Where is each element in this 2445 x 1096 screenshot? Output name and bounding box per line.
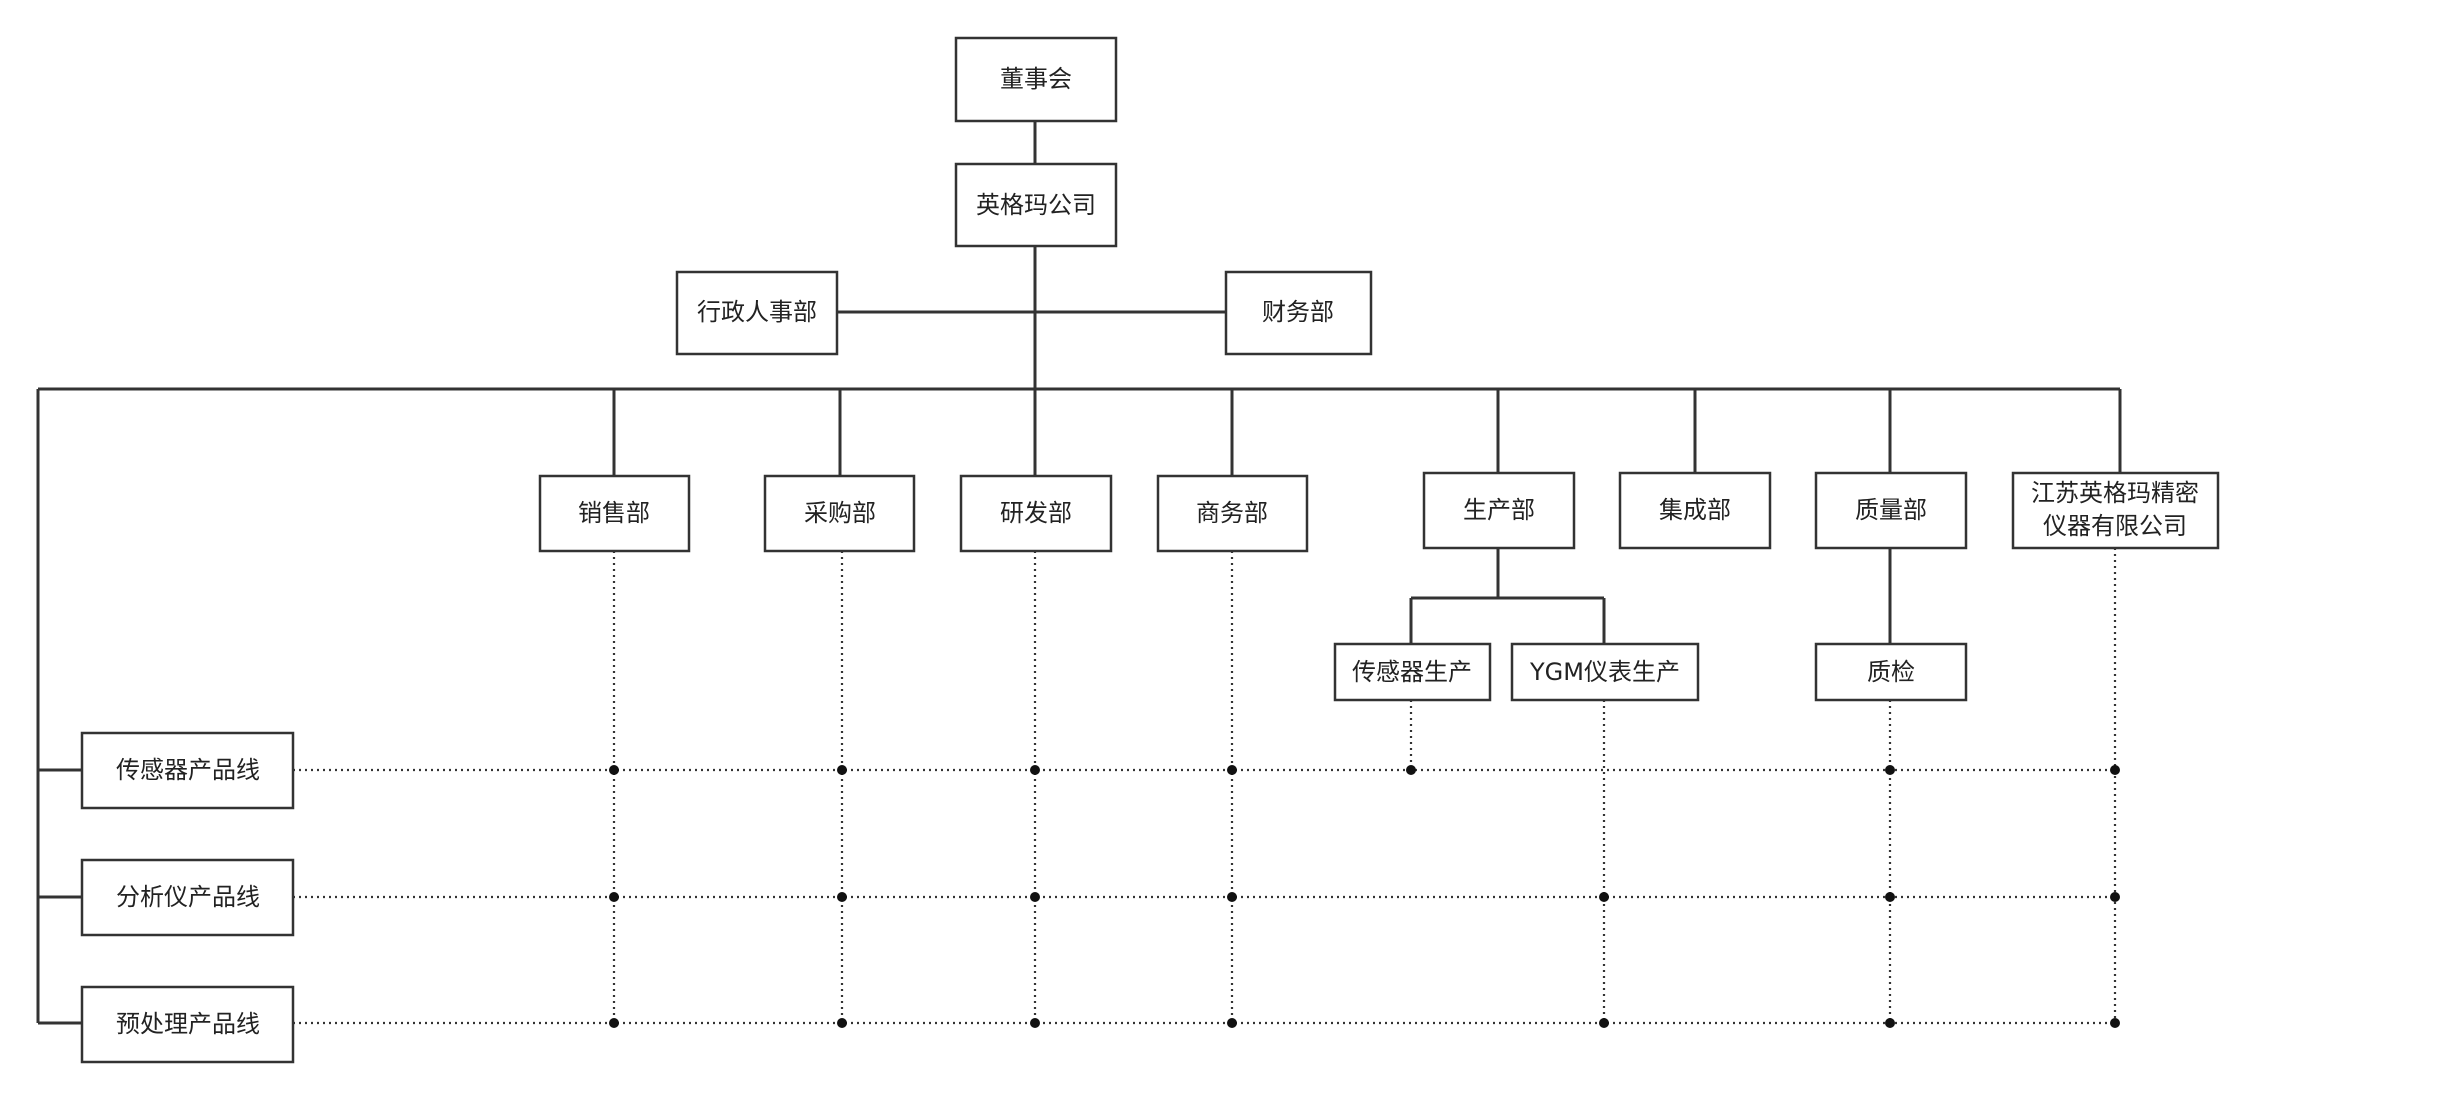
matrix-dot <box>837 1018 847 1028</box>
node-pretreatment-line-box <box>80 985 295 1064</box>
node-sensor-production: 传感器生产 <box>1333 642 1492 702</box>
matrix-dot <box>1885 765 1895 775</box>
node-purchasing-box <box>763 474 916 553</box>
node-finance-box <box>1224 270 1373 356</box>
node-production-box <box>1422 471 1576 550</box>
matrix-dot <box>1030 892 1040 902</box>
matrix-dot <box>1227 1018 1237 1028</box>
node-business: 商务部 <box>1156 474 1309 553</box>
node-ygm-production-box <box>1510 642 1700 702</box>
node-sensor-line-box <box>80 731 295 810</box>
node-jiangsu: 江苏英格玛精密 仪器有限公司 <box>2011 471 2220 550</box>
matrix-dot <box>609 765 619 775</box>
node-quality-label: 质量部 <box>1855 496 1927 524</box>
node-integration-box <box>1618 471 1772 550</box>
matrix-dot <box>609 1018 619 1028</box>
node-analyzer-line: 分析仪产品线 <box>80 858 295 937</box>
node-finance-label: 财务部 <box>1262 298 1334 326</box>
node-jiangsu-label-line-1: 江苏英格玛精密 <box>2031 479 2199 507</box>
node-production: 生产部 <box>1422 471 1576 550</box>
node-company-box <box>954 162 1118 248</box>
node-sensor-line: 传感器产品线 <box>80 731 295 810</box>
node-admin-hr-box <box>675 270 839 356</box>
node-analyzer-line-box <box>80 858 295 937</box>
matrix-dot <box>2110 892 2120 902</box>
node-rd-label: 研发部 <box>1000 499 1072 527</box>
node-sensor-production-label: 传感器生产 <box>1352 658 1472 686</box>
node-qc-label: 质检 <box>1867 658 1915 686</box>
node-purchasing-label: 采购部 <box>804 499 876 527</box>
node-pretreatment-line-label: 预处理产品线 <box>116 1010 260 1038</box>
matrix-dot <box>1227 892 1237 902</box>
matrix-dot <box>1030 1018 1040 1028</box>
node-admin-hr: 行政人事部 <box>675 270 839 356</box>
node-purchasing: 采购部 <box>763 474 916 553</box>
dotted-matrix-lines <box>293 548 2117 1025</box>
node-ygm-production-label: YGM仪表生产 <box>1529 658 1680 686</box>
node-sales-box <box>538 474 691 553</box>
matrix-dot <box>2110 1018 2120 1028</box>
node-jiangsu-box <box>2011 471 2220 550</box>
node-board-box <box>954 36 1118 123</box>
solid-connectors <box>36 121 2122 1025</box>
matrix-dot <box>1406 765 1416 775</box>
node-sales: 销售部 <box>538 474 691 553</box>
matrix-dot <box>1885 1018 1895 1028</box>
matrix-dot <box>1227 765 1237 775</box>
node-board-label: 董事会 <box>1000 65 1072 93</box>
node-pretreatment-line: 预处理产品线 <box>80 985 295 1064</box>
matrix-dot <box>1599 892 1609 902</box>
node-sales-label: 销售部 <box>578 499 650 527</box>
node-sensor-line-label: 传感器产品线 <box>116 756 260 784</box>
node-board: 董事会 <box>954 36 1118 123</box>
intersection-dots <box>609 765 2120 1028</box>
matrix-dot <box>837 765 847 775</box>
matrix-dot <box>1885 892 1895 902</box>
node-qc-box <box>1814 642 1968 702</box>
node-admin-hr-label: 行政人事部 <box>697 298 817 326</box>
node-quality-box <box>1814 471 1968 550</box>
node-qc: 质检 <box>1814 642 1968 702</box>
node-business-box <box>1156 474 1309 553</box>
node-ygm-production: YGM仪表生产 <box>1510 642 1700 702</box>
matrix-dot <box>609 892 619 902</box>
node-analyzer-line-label: 分析仪产品线 <box>116 883 260 911</box>
node-sensor-production-box <box>1333 642 1492 702</box>
node-company: 英格玛公司 <box>954 162 1118 248</box>
node-company-label: 英格玛公司 <box>976 191 1096 219</box>
matrix-dot <box>837 892 847 902</box>
node-jiangsu-label-line-2: 仪器有限公司 <box>2043 512 2187 540</box>
node-integration: 集成部 <box>1618 471 1772 550</box>
matrix-dot <box>1030 765 1040 775</box>
node-rd-box <box>959 474 1113 553</box>
node-rd: 研发部 <box>959 474 1113 553</box>
node-production-label: 生产部 <box>1463 496 1535 524</box>
node-quality: 质量部 <box>1814 471 1968 550</box>
node-integration-label: 集成部 <box>1659 496 1731 524</box>
node-business-label: 商务部 <box>1196 499 1268 527</box>
node-finance: 财务部 <box>1224 270 1373 356</box>
matrix-dot <box>1599 1018 1609 1028</box>
matrix-dot <box>2110 765 2120 775</box>
